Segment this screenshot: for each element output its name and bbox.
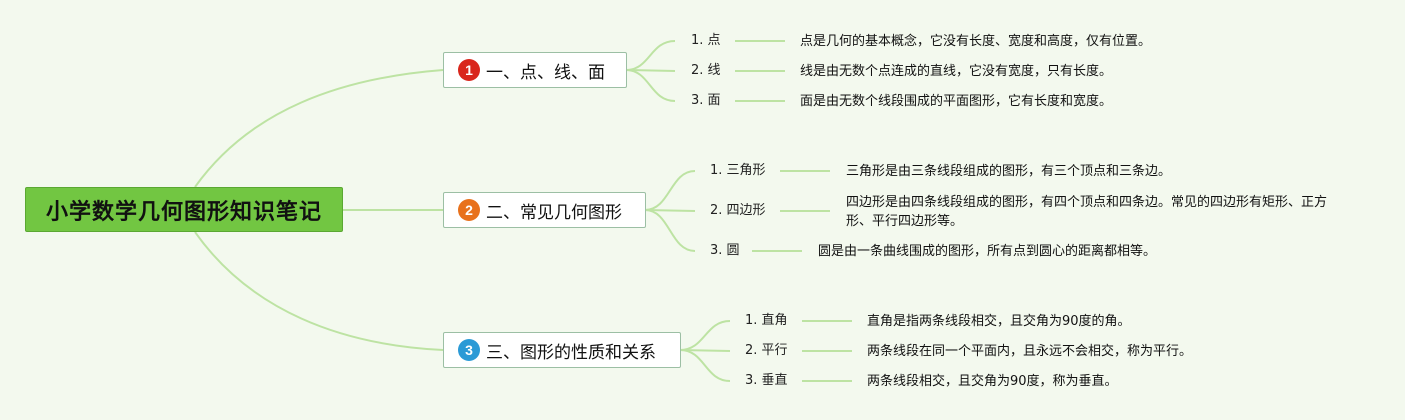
number-1-icon: 1 (458, 59, 480, 81)
description-perpendicular: 两条线段相交，且交角为90度，称为垂直。 (867, 374, 1118, 389)
number-2-icon: 2 (458, 199, 480, 221)
description-quadrilateral: 四边形是由四条线段组成的图形，有四个顶点和四条边。常见的四边形有矩形、正方形、平… (846, 195, 1328, 229)
topic-label: 二、常见几何图形 (486, 202, 622, 223)
subtopic-parallel[interactable]: 2. 平行 (745, 343, 788, 358)
subtopic-point[interactable]: 1. 点 (691, 33, 721, 48)
topic-node-3[interactable]: 3 三、图形的性质和关系 (443, 332, 681, 368)
root-title: 小学数学几何图形知识笔记 (45, 199, 322, 225)
topic-label: 一、点、线、面 (486, 62, 605, 83)
subtopic-triangle[interactable]: 1. 三角形 (710, 163, 766, 178)
subtopic-circle[interactable]: 3. 圆 (710, 243, 740, 258)
topic-node-1[interactable]: 1 一、点、线、面 (443, 52, 627, 88)
description-triangle: 三角形是由三条线段组成的图形，有三个顶点和三条边。 (846, 164, 1172, 179)
topic-label: 三、图形的性质和关系 (486, 342, 656, 363)
subtopic-quadrilateral[interactable]: 2. 四边形 (710, 203, 766, 218)
subtopic-right-angle[interactable]: 1. 直角 (745, 313, 788, 328)
description-parallel: 两条线段在同一个平面内，且永远不会相交，称为平行。 (867, 344, 1193, 359)
subtopic-line[interactable]: 2. 线 (691, 63, 721, 78)
description-line: 线是由无数个点连成的直线，它没有宽度，只有长度。 (800, 64, 1113, 79)
topic-node-2[interactable]: 2 二、常见几何图形 (443, 192, 646, 228)
description-plane: 面是由无数个线段围成的平面图形，它有长度和宽度。 (800, 94, 1113, 109)
description-circle: 圆是由一条曲线围成的图形，所有点到圆心的距离都相等。 (818, 244, 1157, 259)
root-node[interactable]: 小学数学几何图形知识笔记 (25, 187, 343, 232)
description-right-angle: 直角是指两条线段相交，且交角为90度的角。 (867, 314, 1131, 329)
subtopic-plane[interactable]: 3. 面 (691, 93, 721, 108)
description-point: 点是几何的基本概念，它没有长度、宽度和高度，仅有位置。 (800, 34, 1152, 49)
subtopic-perpendicular[interactable]: 3. 垂直 (745, 373, 788, 388)
number-3-icon: 3 (458, 339, 480, 361)
